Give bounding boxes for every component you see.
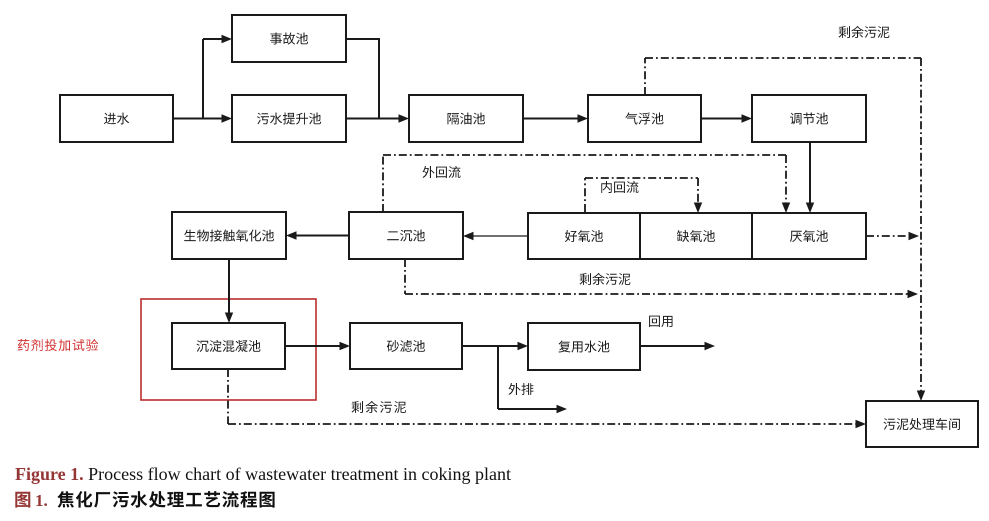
svg-text:Figure 1. Process flow chart o: Figure 1. Process flow chart of wastewat… (15, 464, 511, 484)
svg-text:1.: 1. (35, 491, 48, 510)
